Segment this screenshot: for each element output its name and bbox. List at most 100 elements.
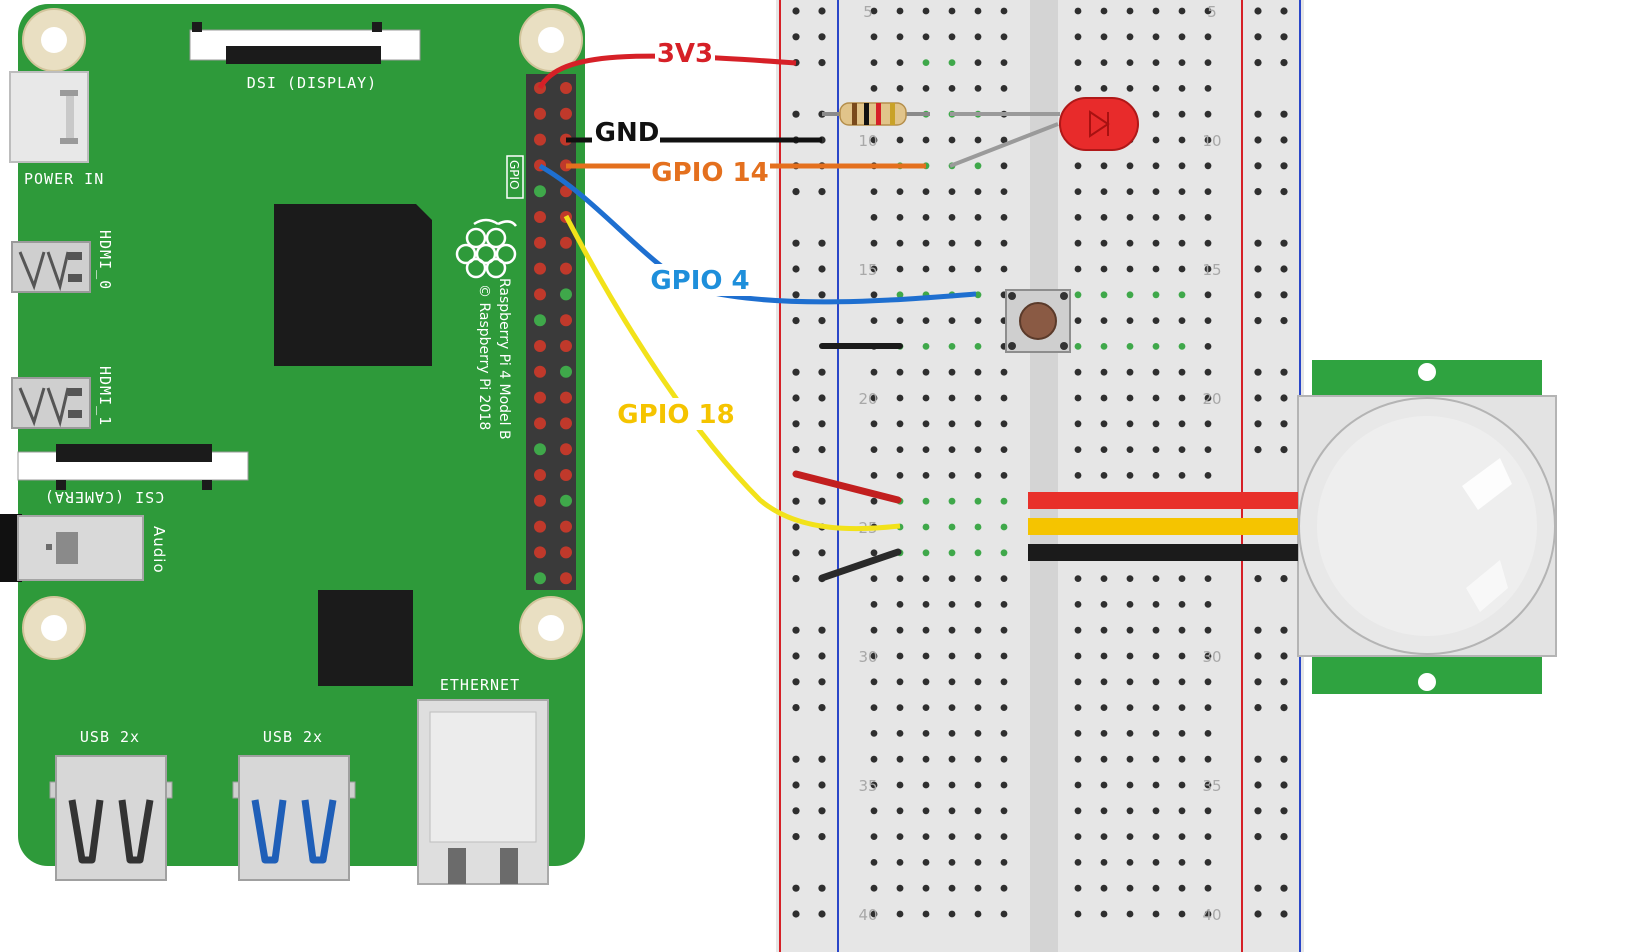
breadboard-hole (1000, 859, 1008, 866)
breadboard-hole (1126, 188, 1134, 196)
breadboard-hole (922, 239, 930, 247)
breadboard-hole (1126, 7, 1134, 15)
breadboard-hole (922, 575, 930, 582)
breadboard-hole (974, 678, 982, 686)
rail-hole (1254, 704, 1262, 712)
rail-hole (818, 910, 826, 918)
breadboard-hole (1178, 7, 1186, 15)
breadboard-hole (1152, 678, 1160, 686)
breadboard-hole (896, 601, 904, 608)
breadboard-hole (922, 472, 930, 479)
breadboard-hole (974, 162, 982, 170)
breadboard-hole (1126, 704, 1134, 711)
breadboard-hole (922, 781, 930, 789)
breadboard-hole (1074, 755, 1082, 763)
breadboard-hole (1000, 523, 1008, 531)
breadboard-hole (974, 136, 982, 144)
breadboard-hole (948, 214, 956, 221)
rail-hole (1254, 394, 1262, 402)
breadboard-hole (896, 291, 904, 299)
rail-hole (1254, 265, 1262, 273)
breadboard-hole (922, 523, 930, 531)
breadboard-hole (1100, 188, 1108, 196)
rail-hole (1254, 884, 1262, 892)
breadboard-hole (1100, 291, 1108, 299)
breadboard-hole (1126, 678, 1134, 686)
breadboard-hole (870, 317, 878, 324)
breadboard-hole (948, 626, 956, 634)
breadboard-hole (1000, 85, 1008, 92)
rail-hole (1254, 7, 1262, 15)
breadboard-hole (1178, 265, 1186, 273)
breadboard-hole (1074, 833, 1082, 840)
breadboard-hole (1126, 626, 1134, 634)
breadboard-hole (1100, 678, 1108, 686)
breadboard-hole (1000, 833, 1008, 840)
breadboard-hole (1100, 859, 1108, 866)
breadboard-hole (1178, 420, 1186, 428)
rail-hole (1280, 884, 1288, 892)
breadboard-hole (1204, 807, 1212, 815)
breadboard-hole (870, 420, 878, 428)
breadboard-hole (1204, 214, 1212, 221)
gpio-pin (560, 236, 572, 249)
breadboard-hole (974, 497, 982, 505)
row-number: 20 (1202, 390, 1221, 408)
breadboard-hole (1074, 214, 1082, 221)
breadboard-hole (1100, 59, 1108, 66)
breadboard-hole (1152, 214, 1160, 221)
gpio-pin (560, 340, 572, 352)
gpio-pin (534, 262, 546, 275)
breadboard-hole (1204, 188, 1212, 196)
gpio-pin (560, 520, 572, 533)
breadboard-hole (974, 781, 982, 789)
pir-sensor-icon (1297, 360, 1557, 694)
breadboard-hole (870, 497, 878, 505)
breadboard-hole (1204, 859, 1212, 866)
breadboard-hole (896, 833, 904, 840)
rail-hole (792, 368, 800, 376)
row-number: 5 (1207, 3, 1217, 21)
rail-hole (1280, 704, 1288, 712)
breadboard-hole (1152, 291, 1160, 299)
breadboard-hole (1152, 910, 1160, 918)
breadboard-hole (922, 420, 930, 428)
rail-hole (1254, 678, 1262, 686)
breadboard-hole (1100, 626, 1108, 634)
breadboard-hole (1178, 472, 1186, 479)
breadboard-hole (1074, 781, 1082, 789)
rail-hole (792, 317, 800, 325)
breadboard-hole (896, 884, 904, 892)
rail-hole (1280, 110, 1288, 118)
breadboard-hole (1074, 265, 1082, 273)
rail-hole (1254, 833, 1262, 841)
breadboard-hole (1152, 446, 1160, 453)
breadboard-hole (974, 910, 982, 918)
breadboard-hole (1074, 446, 1082, 453)
resistor-icon (822, 102, 930, 126)
gpio-pin (560, 494, 572, 507)
breadboard-hole (1000, 136, 1008, 144)
breadboard-hole (1000, 394, 1008, 402)
breadboard-hole (1152, 162, 1160, 170)
breadboard-hole (948, 859, 956, 866)
breadboard-hole (974, 472, 982, 479)
breadboard-hole (922, 549, 930, 557)
breadboard-hole (1126, 368, 1134, 376)
breadboard-hole (1152, 730, 1160, 737)
breadboard-hole (896, 33, 904, 41)
rail-hole (792, 626, 800, 634)
breadboard-hole (948, 755, 956, 763)
breadboard-hole (1152, 807, 1160, 815)
breadboard-hole (1126, 317, 1134, 324)
breadboard-hole (948, 704, 956, 711)
row-number: 15 (1202, 261, 1221, 279)
breadboard-hole (896, 136, 904, 144)
breadboard-hole (1152, 317, 1160, 324)
rail-hole (792, 33, 800, 41)
breadboard-hole (1178, 781, 1186, 789)
breadboard-hole (1074, 859, 1082, 866)
gpio-pin (534, 520, 546, 533)
breadboard-hole (922, 446, 930, 453)
rail-hole (818, 781, 826, 789)
